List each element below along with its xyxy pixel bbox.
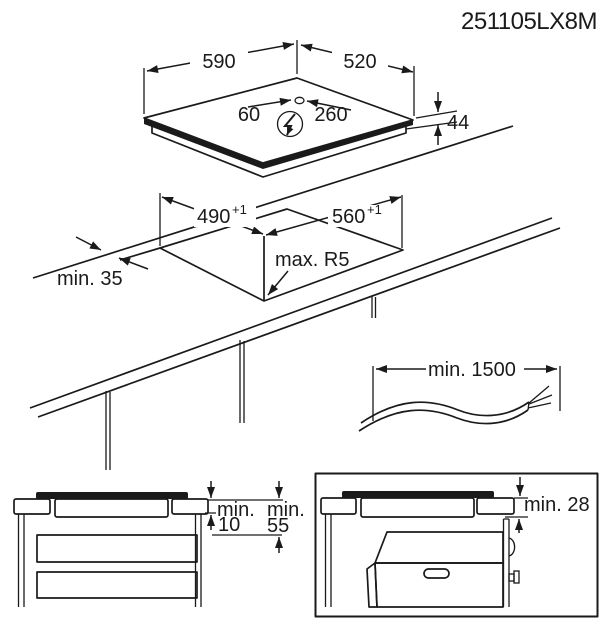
oven-top bbox=[374, 531, 504, 564]
hob-body bbox=[151, 124, 407, 178]
drawer-2 bbox=[36, 571, 198, 599]
rear-clearance-label: min. 35 bbox=[57, 268, 123, 290]
product-code: 251105LX8M bbox=[461, 8, 597, 35]
hob-width-label: 590 bbox=[202, 51, 235, 73]
hob-body-section-2 bbox=[360, 497, 475, 518]
dim-height-44: 44 bbox=[405, 92, 469, 145]
cutout-depth-label: 490 bbox=[197, 206, 230, 228]
cutout-depth-tolerance: +1 bbox=[232, 202, 247, 217]
lightning-bolt-icon bbox=[276, 110, 304, 138]
clearance1-label: min. bbox=[217, 499, 255, 521]
cutout-width-label: 560 bbox=[332, 206, 365, 228]
cabinet-side-panels bbox=[17, 514, 202, 607]
cutout-width-tolerance: +1 bbox=[367, 202, 382, 217]
hob-height-label: 44 bbox=[447, 112, 469, 134]
clearance2-value: 55 bbox=[267, 515, 289, 537]
panel-bump bbox=[508, 537, 516, 557]
worktop-right-section-2 bbox=[476, 497, 515, 515]
hob-glass-edge bbox=[144, 118, 413, 169]
cable-offset-left-label: 60 bbox=[238, 104, 260, 126]
hob-glass-section-2 bbox=[342, 491, 494, 498]
oven-left-side bbox=[366, 562, 378, 608]
oven-section-view: min. 28 bbox=[314, 472, 599, 618]
hob-depth-label: 520 bbox=[343, 51, 376, 73]
corner-radius-label: max. R5 bbox=[275, 249, 349, 271]
clearance2-label: min. bbox=[267, 499, 305, 521]
clearance1-value: 10 bbox=[218, 514, 240, 536]
dim-cutout-width-560: 560 +1 bbox=[265, 196, 402, 236]
dim-depth-520: 520 bbox=[300, 43, 414, 74]
worktop-right-section bbox=[171, 498, 209, 515]
dim-cutout-depth-490: 490 +1 bbox=[161, 196, 264, 235]
fixing-screw bbox=[508, 573, 515, 582]
mains-cable bbox=[360, 401, 530, 424]
worktop-cutout-view: 490 +1 560 +1 min. 35 max. R5 bbox=[29, 125, 561, 470]
cable-offset-right-label: 260 bbox=[314, 104, 347, 126]
oven-section-frame bbox=[314, 472, 599, 618]
cable-wire-ends bbox=[527, 385, 553, 411]
drawer-section-view: min. 10 min. 55 bbox=[13, 481, 305, 607]
cabinet-left-panel-2 bbox=[324, 514, 332, 607]
worktop-left-section bbox=[13, 498, 51, 515]
cabinet-legs bbox=[105, 296, 377, 470]
hob-body-section bbox=[54, 498, 169, 518]
hob-glass-section bbox=[36, 492, 188, 499]
drawer-1 bbox=[36, 534, 198, 563]
oven-handle bbox=[423, 568, 450, 579]
dim-rear-clearance-min35: min. 35 bbox=[57, 236, 149, 290]
dim-width-590: 590 bbox=[146, 42, 295, 73]
cabinet-right-panel-2 bbox=[502, 518, 510, 607]
dim-corner-radius-maxR5: max. R5 bbox=[267, 249, 349, 296]
worktop-back-edge bbox=[32, 125, 514, 279]
cable-entry-point bbox=[294, 96, 305, 105]
cable-length-label: min. 1500 bbox=[428, 359, 516, 381]
cable-detail: min. 1500 bbox=[358, 359, 561, 432]
worktop-left-section-2 bbox=[320, 497, 357, 515]
dim-cable-position: 60 260 bbox=[238, 96, 352, 126]
oven-clearance-label: min. 28 bbox=[524, 494, 590, 516]
hob-isometric-view: 590 520 60 260 44 bbox=[143, 40, 469, 178]
